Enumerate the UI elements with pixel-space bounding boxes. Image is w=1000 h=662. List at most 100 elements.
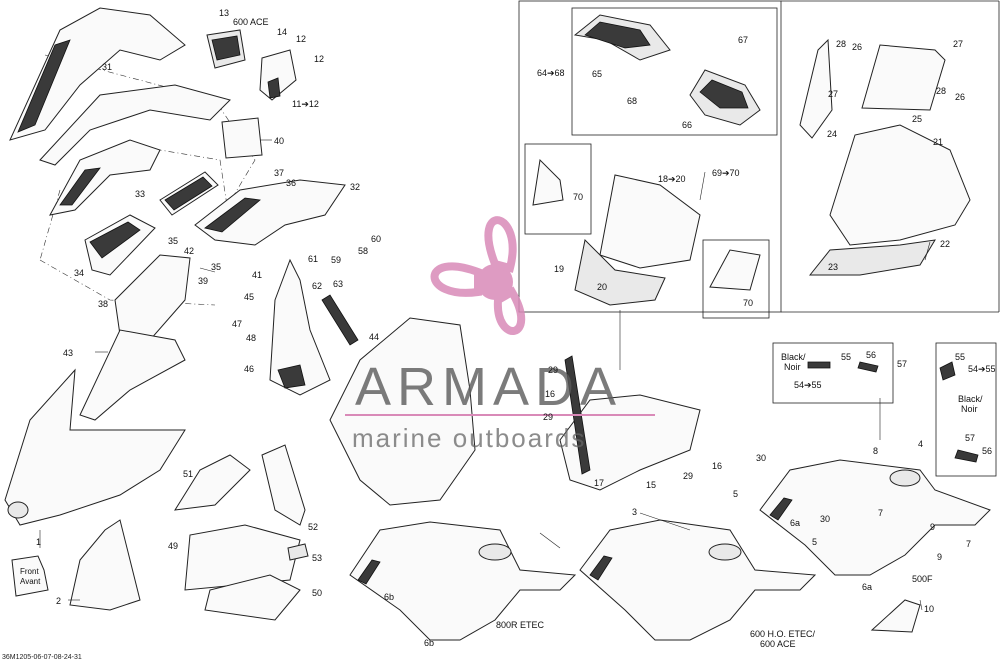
callout-70b: 70 <box>743 298 753 308</box>
callout-54-55a: 54➔55 <box>794 380 822 390</box>
center-panel-44 <box>329 317 476 506</box>
watermark-sub: marine outboards <box>352 423 586 453</box>
callout-36: 36 <box>286 178 296 188</box>
callout-68: 68 <box>627 96 637 106</box>
drawing-code: 36M1205-06-07-08-24-31 <box>2 654 82 661</box>
callout-49: 49 <box>168 541 178 551</box>
callout-20: 20 <box>597 282 607 292</box>
handguard-65 <box>573 14 671 61</box>
front-panel-1 <box>4 368 186 526</box>
callout-32: 32 <box>350 182 360 192</box>
callout-6b-2: 6b <box>424 638 434 648</box>
callout-53: 53 <box>312 553 322 563</box>
callout-62: 62 <box>312 281 322 291</box>
callout-59: 59 <box>331 255 341 265</box>
callout-34: 34 <box>74 268 84 278</box>
mirror-55a <box>807 361 831 369</box>
callout-48: 48 <box>246 333 256 343</box>
callout-8: 8 <box>873 446 878 456</box>
mirror-56b <box>954 449 979 463</box>
pad-10 <box>870 599 921 633</box>
callout-29c: 29 <box>683 471 693 481</box>
callout-38: 38 <box>98 299 108 309</box>
callout-15: 15 <box>646 480 656 490</box>
deflector-25 <box>861 44 946 111</box>
watermark-word: ARMADA <box>355 357 622 417</box>
callout-21: 21 <box>933 137 943 147</box>
callout-9b: 9 <box>937 552 942 562</box>
callout-16b: 16 <box>712 461 722 471</box>
panel-52 <box>261 444 306 526</box>
callout-55b: 55 <box>955 352 965 362</box>
callout-6a-1: 6a <box>790 518 800 528</box>
callout-35a: 35 <box>168 236 178 246</box>
callout-18-20: 18➔20 <box>658 174 686 184</box>
mirror-55b <box>939 361 956 381</box>
callout-41: 41 <box>252 270 262 280</box>
deflector-inset <box>532 158 564 206</box>
front-arrow: Front Avant <box>11 555 49 597</box>
bracket-45 <box>269 258 331 396</box>
inset-box-handguards <box>571 7 778 136</box>
clip-53 <box>287 543 309 561</box>
hood-800r-3 <box>349 521 577 641</box>
ho-etec-label-a: 600 H.O. ETEC/ <box>750 629 816 639</box>
intake-13 <box>206 29 246 69</box>
deflector-24 <box>799 38 833 139</box>
callout-50: 50 <box>312 588 322 598</box>
callout-43: 43 <box>63 348 73 358</box>
black-noir-1a: Black/ <box>781 352 806 362</box>
callout-56b: 56 <box>982 446 992 456</box>
callout-16a: 16 <box>545 389 555 399</box>
panel-39 <box>114 254 191 341</box>
panel-51 <box>174 454 251 511</box>
callout-12a: 12 <box>296 34 306 44</box>
hood-500f-3 <box>759 459 991 576</box>
callout-27b: 27 <box>953 39 963 49</box>
inset-box-deflector <box>524 143 592 235</box>
sticker-inset <box>709 249 761 291</box>
callout-54-55b: 54➔55 <box>968 364 996 374</box>
callout-60: 60 <box>371 234 381 244</box>
avant-label: Avant <box>20 577 41 586</box>
etec800r-label: 800R ETEC <box>496 620 545 630</box>
panel-2 <box>69 519 141 611</box>
callout-500f: 500F <box>912 574 933 584</box>
callout-55a: 55 <box>841 352 851 362</box>
callout-45: 45 <box>244 292 254 302</box>
callout-58: 58 <box>358 246 368 256</box>
black-noir-2b: Noir <box>961 404 978 414</box>
callout-10: 10 <box>924 604 934 614</box>
bracket-11 <box>259 49 297 101</box>
callout-26a: 26 <box>852 42 862 52</box>
black-noir-2a: Black/ <box>958 394 983 404</box>
callout-29a: 29 <box>548 365 558 375</box>
callout-66: 66 <box>682 120 692 130</box>
callout-57b: 57 <box>965 433 975 443</box>
callout-33: 33 <box>135 189 145 199</box>
callout-30b: 30 <box>820 514 830 524</box>
callout-5a: 5 <box>733 489 738 499</box>
callout-9a: 9 <box>930 522 935 532</box>
callout-67: 67 <box>738 35 748 45</box>
callout-28b: 28 <box>936 86 946 96</box>
side-panel-31 <box>9 7 231 216</box>
black-noir-1b: Noir <box>784 362 801 372</box>
callout-19: 19 <box>554 264 564 274</box>
watermark-logo <box>430 216 526 335</box>
callout-30a: 30 <box>756 453 766 463</box>
frame-32 <box>194 179 346 246</box>
callout-42: 42 <box>184 246 194 256</box>
callout-35b: 35 <box>211 262 221 272</box>
vent-34 <box>84 214 156 276</box>
inset-box-mirror-alt <box>935 342 997 477</box>
callout-12b: 12 <box>314 54 324 64</box>
panel-49 <box>184 524 301 591</box>
callout-1: 1 <box>36 537 41 547</box>
callout-7a: 7 <box>878 508 883 518</box>
hood-600ho-3 <box>579 519 817 641</box>
inset-box-mirror-black <box>772 342 894 404</box>
callout-69-70: 69➔70 <box>712 168 740 178</box>
